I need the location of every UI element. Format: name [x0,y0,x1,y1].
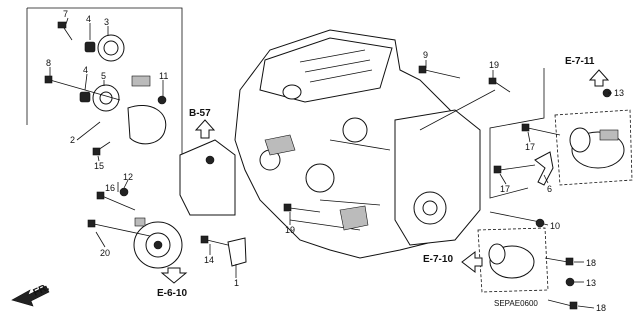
bolt-20 [87,219,151,237]
nut-13-lower [565,277,575,287]
callout-14: 14 [204,255,214,265]
callout-6: 6 [547,184,552,194]
starter-group-outline [489,68,545,199]
bolt-18-b [547,299,578,310]
callout-4-top: 4 [86,14,91,24]
leader-19-top [419,89,496,131]
bolt-15 [92,141,111,156]
callout-10: 10 [550,221,560,231]
callout-17-b: 17 [500,184,510,194]
callout-2: 2 [70,135,75,145]
leader-lines [49,17,612,309]
bracket-1 [227,237,247,267]
alternator [133,217,183,269]
callout-19-top: 19 [489,60,499,70]
callout-11: 11 [159,71,168,81]
nut-12 [119,187,129,197]
ref-e610: E-6-10 [157,288,187,299]
callout-12: 12 [123,172,133,182]
bolt-18-a [544,257,574,266]
bolt-10 [489,211,545,228]
bracket-hole [205,155,215,165]
callout-5: 5 [101,71,106,81]
ref-e710: E-7-10 [423,254,453,265]
callout-9: 9 [423,50,428,60]
bolt-17-b [493,164,536,174]
ref-arrow-e711 [588,69,610,87]
bolt-19-top [488,77,511,93]
callout-16: 16 [105,183,115,193]
callout-8: 8 [46,58,51,68]
ref-arrow-e610 [160,267,188,284]
callout-13-lower: 13 [586,278,596,288]
bolt-7 [57,21,73,41]
bolt-16 [96,191,136,211]
tensioner-bracket [179,139,236,216]
bolt-14 [200,235,233,247]
callout-18-b: 18 [596,303,606,313]
callout-19-low: 19 [285,225,295,235]
ref-arrow-b57 [194,119,216,139]
bolt-19-low [283,203,321,213]
starter-motor [569,127,625,169]
callout-4-mid: 4 [83,65,88,75]
bolt-9 [418,65,461,79]
diagram-code: SEPAE0600 [494,299,538,308]
bolt-17-a [521,123,561,136]
engine-assembly [234,29,481,259]
starter-motor-lower [488,243,535,279]
tensioner-group-outline [27,7,183,185]
callout-13-top: 13 [614,88,624,98]
ref-e711: E-7-11 [565,56,595,67]
callout-18-a: 18 [586,258,596,268]
starter-lower-dash-box [477,227,549,293]
ref-arrow-e710 [461,250,483,274]
callout-1: 1 [234,278,239,288]
auto-tensioner [79,34,167,145]
callout-20: 20 [100,248,110,258]
callout-17-a: 17 [525,142,535,152]
starter-dash-box [554,109,633,186]
front-arrow-icon [11,285,50,307]
callout-3: 3 [104,17,109,27]
nut-11 [157,95,167,105]
callout-15: 15 [94,161,104,171]
front-label: FR. [32,282,51,299]
callout-7: 7 [63,9,68,19]
ref-b57: B-57 [189,108,211,119]
bracket-6 [534,151,554,186]
